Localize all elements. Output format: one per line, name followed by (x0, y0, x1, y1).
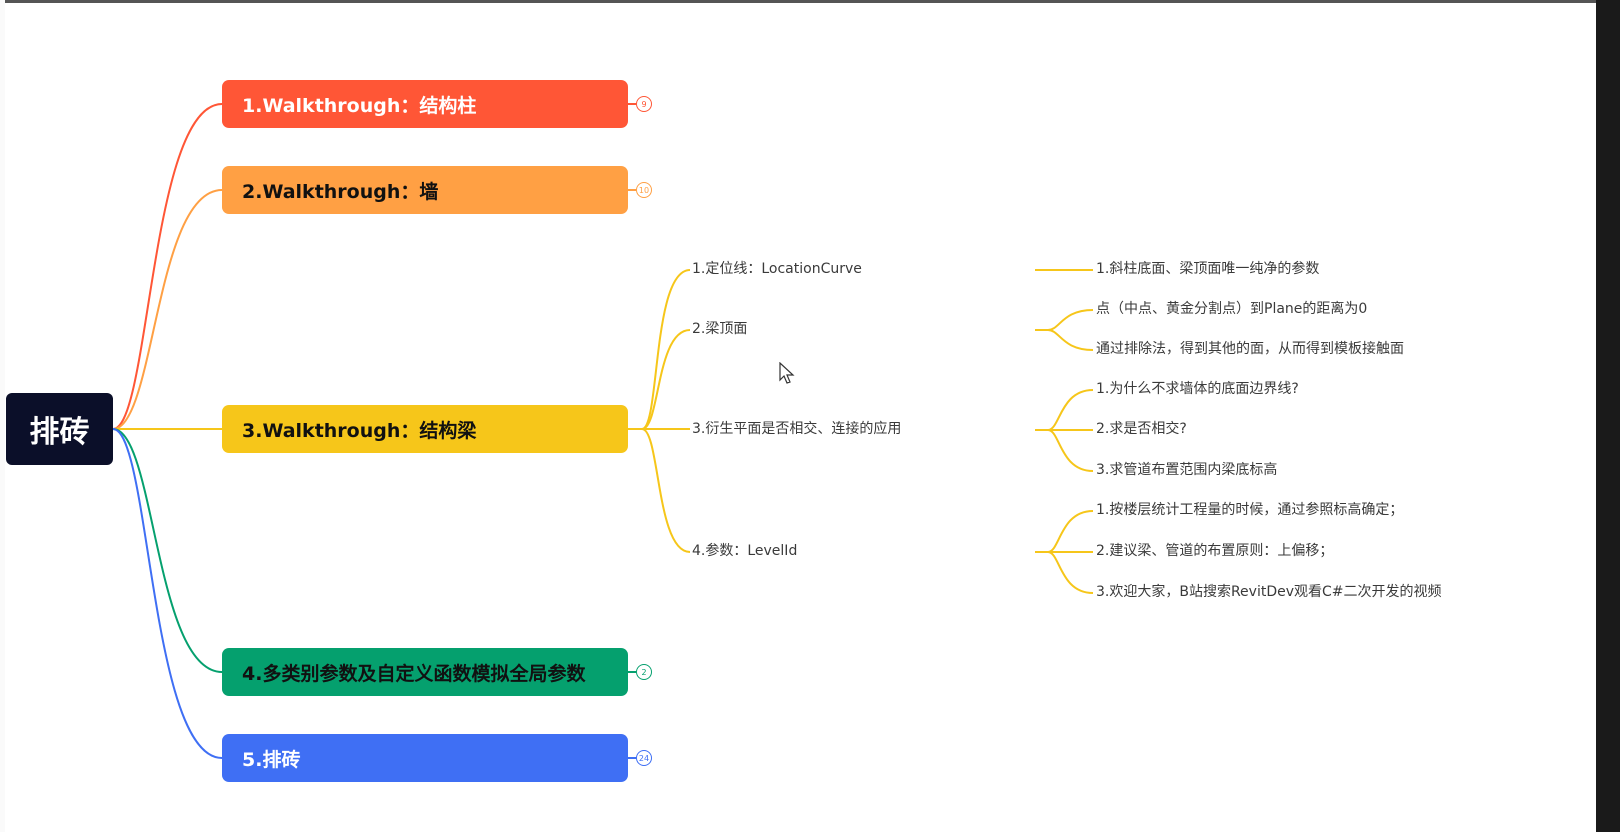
link-branch-1 (112, 103, 223, 430)
subtopic-1[interactable]: 1.定位线：LocationCurve (692, 261, 862, 277)
collapse-count-badge-5[interactable]: 24 (636, 750, 652, 766)
leaf-3-3[interactable]: 3.求管道布置范围内梁底标高 (1096, 462, 1278, 478)
mouse-cursor-icon (779, 362, 795, 384)
collapse-count-badge-4[interactable]: 2 (636, 664, 652, 680)
window-right-border (1596, 0, 1620, 832)
leaf-2-1[interactable]: 点（中点、黄金分割点）到Plane的距离为0 (1096, 301, 1368, 317)
collapse-count-badge-1[interactable]: 9 (636, 96, 652, 112)
subtopic-4[interactable]: 4.参数：LevelId (692, 543, 798, 559)
subtopic-2[interactable]: 2.梁顶面 (692, 321, 748, 337)
branch-topic-5[interactable]: 5.排砖 (222, 734, 628, 782)
link-branch-4 (112, 428, 223, 673)
leaf-4-3[interactable]: 3.欢迎大家，B站搜索RevitDev观看C#二次开发的视频 (1096, 584, 1442, 600)
leaf-3-2[interactable]: 2.求是否相交? (1096, 421, 1187, 437)
link-sub-1 (628, 269, 691, 430)
link-branch-5 (112, 428, 223, 759)
branch-topic-2[interactable]: 2.Walkthrough：墙 (222, 166, 628, 214)
leaf-4-2[interactable]: 2.建议梁、管道的布置原则：上偏移； (1096, 543, 1334, 559)
leaf-4-1[interactable]: 1.按楼层统计工程量的时候，通过参照标高确定； (1096, 502, 1404, 518)
subtopic-3[interactable]: 3.衍生平面是否相交、连接的应用 (692, 421, 902, 437)
link-branch-2 (112, 189, 223, 430)
leaf-1-1[interactable]: 1.斜柱底面、梁顶面唯一纯净的参数 (1096, 261, 1320, 277)
branch-topic-4[interactable]: 4.多类别参数及自定义函数模拟全局参数 (222, 648, 628, 696)
collapse-count-badge-2[interactable]: 10 (636, 182, 652, 198)
branch-topic-1[interactable]: 1.Walkthrough：结构柱 (222, 80, 628, 128)
window-left-border (0, 0, 5, 832)
link-leaf-group-3 (1035, 389, 1094, 472)
leaf-3-1[interactable]: 1.为什么不求墙体的底面边界线? (1096, 381, 1299, 397)
window-top-border (0, 0, 1620, 3)
branch-topic-3[interactable]: 3.Walkthrough：结构梁 (222, 405, 628, 453)
link-sub-2 (628, 329, 691, 430)
link-sub-4 (628, 428, 691, 553)
root-topic[interactable]: 排砖 (6, 393, 113, 465)
leaf-2-2[interactable]: 通过排除法，得到其他的面，从而得到模板接触面 (1096, 341, 1404, 357)
link-leaf-group-2 (1035, 309, 1094, 351)
link-leaf-group-4 (1035, 510, 1094, 594)
